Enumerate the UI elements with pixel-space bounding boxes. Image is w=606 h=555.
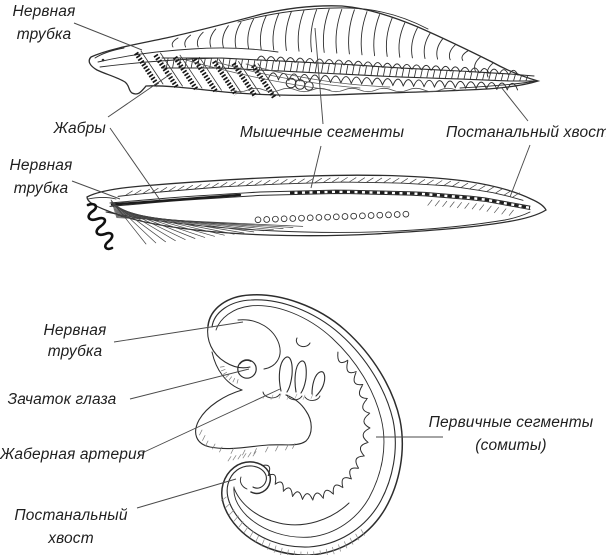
leader-lines [71, 22, 531, 509]
label-line: Постанальный [14, 507, 128, 524]
leader-muscle-segments-up [314, 27, 324, 125]
embryo-back-inner-line [211, 299, 396, 548]
label-postanal-tail-embryo: Постанальный хвост [10, 504, 132, 550]
lancelet-body-outline [88, 5, 541, 97]
leader-gill-artery [141, 388, 281, 454]
larva-body-outline [86, 174, 547, 237]
heart-bulge [195, 389, 312, 450]
leader-postanal-embryo [136, 478, 237, 509]
embryo-eye [237, 359, 257, 379]
leader-eye-rudiment [129, 368, 250, 400]
label-gill-artery: Жаберная артерия [0, 446, 146, 463]
label-eye-rudiment: Зачаток глаза [7, 391, 117, 408]
label-line: трубка [16, 26, 72, 43]
label-muscle-segments: Мышечные сегменты [239, 124, 405, 141]
leader-neural-tube-embryo [113, 321, 244, 343]
label-line: Первичные сегменты [428, 414, 594, 431]
gill-basket-scribble [86, 202, 114, 251]
label-line: (сомиты) [475, 437, 547, 454]
embryo-neural-tube-line [215, 305, 385, 538]
label-line: трубка [13, 180, 69, 197]
leader-neural-tube-top [73, 22, 143, 51]
leader-neural-tube-middle [71, 180, 121, 200]
leader-postanal-top-down [509, 144, 531, 198]
leader-muscle-segments-down [310, 145, 322, 189]
gill-arch [311, 371, 326, 397]
label-neural-tube-larva: Нервная трубка [0, 154, 82, 200]
label-line: трубка [47, 343, 103, 360]
gill-arch [278, 356, 293, 393]
label-line: Нервная [9, 157, 73, 174]
label-line: хвост [48, 530, 94, 547]
label-neural-tube-lancelet: Нервная трубка [0, 0, 88, 46]
larva-drawing [86, 174, 547, 251]
leader-gills-up [107, 72, 173, 118]
otic-vesicle [295, 337, 311, 348]
leader-gills-down [109, 127, 161, 201]
label-gills: Жабры [53, 120, 106, 137]
label-primary-segments: Первичные сегменты (сомиты) [428, 411, 594, 457]
embryo-drawing [195, 294, 403, 555]
label-postanal-tail-top: Постанальный хвост [446, 124, 606, 141]
label-neural-tube-embryo: Нервная трубка [34, 320, 116, 362]
lancelet-drawing [88, 5, 541, 100]
label-line: Нервная [43, 322, 107, 339]
gill-arch [294, 360, 307, 394]
leader-postanal-top-up [500, 86, 529, 122]
label-line: Нервная [12, 3, 76, 20]
embryo-back-outer-line [207, 294, 403, 555]
